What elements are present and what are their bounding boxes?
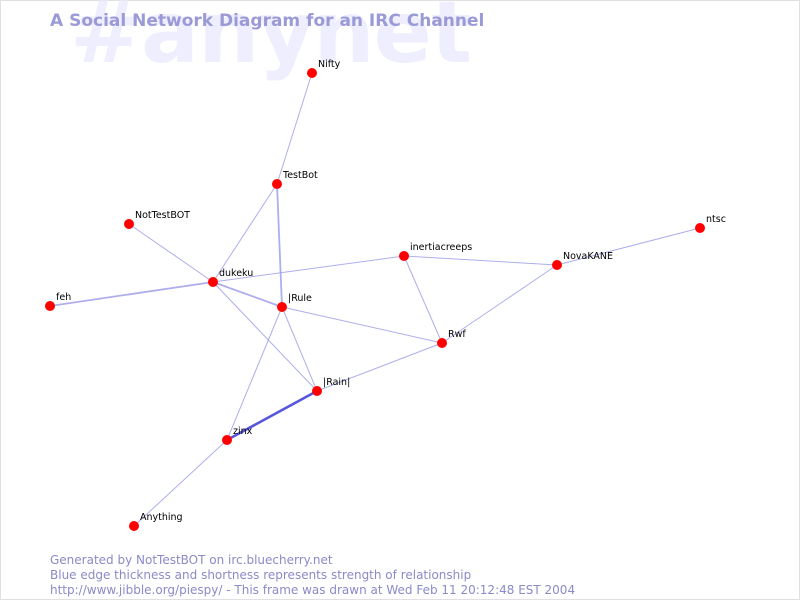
edge-nifty-testbot [276, 72, 313, 185]
node-dot [124, 219, 134, 229]
node-dot [552, 260, 562, 270]
node-dot [695, 223, 705, 233]
footer-generated-by: Generated by NotTestBOT on irc.bluecherr… [50, 553, 333, 567]
edge-rain-rwf [316, 342, 443, 392]
node-feh: feh [45, 292, 71, 311]
node-dot [272, 179, 282, 189]
node-dot [45, 301, 55, 311]
edge-novakane-ntsc [556, 227, 701, 266]
edge-nottestbot-dukeku [128, 223, 214, 283]
node-dot [129, 521, 139, 531]
edge-testbot-rule [276, 183, 283, 308]
node-label: Anything [140, 512, 183, 523]
footer: Generated by NotTestBOT on irc.bluecherr… [50, 553, 575, 598]
edge-layer [49, 72, 701, 527]
node-anything: Anything [129, 512, 183, 531]
node-novakane: NovaKANE [552, 251, 613, 270]
edge-zinx-anything [133, 439, 228, 527]
node-label: Nifty [318, 59, 341, 70]
node-label: |Rule [288, 293, 312, 304]
node-nifty: Nifty [307, 59, 341, 78]
node-dot [307, 68, 317, 78]
node-label: zinx [233, 426, 253, 437]
node-testbot: TestBot [272, 170, 318, 189]
node-label: feh [56, 292, 71, 303]
edge-feh-dukeku [49, 281, 214, 307]
edge-novakane-rwf [441, 264, 558, 344]
node-label: NovaKANE [563, 251, 613, 262]
footer-timestamp: http://www.jibble.org/piespy/ - This fra… [50, 583, 576, 597]
edge-rule-rain [281, 306, 318, 392]
node-nottestbot: NotTestBOT [124, 210, 190, 229]
node-dot [222, 435, 232, 445]
edge-inertiacreeps-rwf [403, 255, 443, 344]
channel-watermark: #anynet [70, 0, 472, 83]
node-dot [437, 338, 447, 348]
edge-dukeku-inertiacreeps [212, 255, 405, 283]
edge-rule-zinx [226, 306, 283, 441]
node-dot [208, 277, 218, 287]
diagram-title: A Social Network Diagram for an IRC Chan… [50, 11, 485, 31]
node-label: dukeku [219, 268, 253, 279]
node-label: TestBot [282, 170, 318, 181]
node-label: |Rain| [323, 377, 350, 388]
edge-rain-zinx [226, 389, 318, 442]
edge-dukeku-rain [212, 281, 318, 392]
footer-legend-note: Blue edge thickness and shortness repres… [50, 568, 472, 582]
node-zinx: zinx [222, 426, 253, 445]
edge-dukeku-rule [212, 281, 283, 308]
edge-inertiacreeps-novakane [403, 255, 558, 266]
node-ntsc: ntsc [695, 214, 726, 233]
node-label: ntsc [706, 214, 726, 225]
node-label: Rwf [448, 329, 466, 340]
node-rwf: Rwf [437, 329, 466, 348]
node-label: NotTestBOT [135, 210, 190, 221]
node-dot [399, 251, 409, 261]
node-dot [312, 386, 322, 396]
node-label: inertiacreeps [410, 242, 472, 253]
node-rain: |Rain| [312, 377, 350, 396]
node-rule: |Rule [277, 293, 312, 312]
edge-testbot-dukeku [212, 183, 278, 283]
node-dukeku: dukeku [208, 268, 253, 287]
edge-rule-rwf [281, 306, 443, 344]
node-dot [277, 302, 287, 312]
node-inertiacreeps: inertiacreeps [399, 242, 472, 261]
